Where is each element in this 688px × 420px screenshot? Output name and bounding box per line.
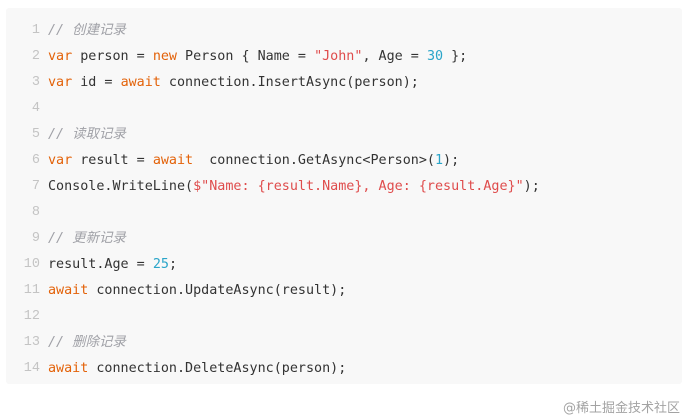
line-code: await connection.DeleteAsync(person); [48, 356, 346, 382]
code-line: 5 // 读取记录 [6, 122, 682, 148]
code-token-number: 1 [434, 153, 444, 168]
code-token-plain: Person { Name = [177, 49, 315, 64]
line-code: // 更新记录 [48, 226, 126, 252]
code-token-string: "John" [314, 49, 363, 64]
code-line: 9 // 更新记录 [6, 226, 682, 252]
code-line: 10 result.Age = 25; [6, 252, 682, 278]
line-number: 5 [31, 127, 40, 142]
code-token-keyword: var [48, 49, 73, 64]
code-token-keyword: new [152, 49, 177, 64]
code-token-number: 30 [426, 49, 444, 64]
code-line: 6 var result = await connection.GetAsync<… [6, 148, 682, 174]
line-code: var result = await connection.GetAsync<P… [48, 148, 459, 174]
code-token-plain: ); [523, 179, 540, 194]
code-token-plain: connection.InsertAsync(person); [160, 75, 419, 90]
code-line: 2 var person = new Person { Name = "John"… [6, 44, 682, 70]
code-line: 13 // 删除记录 [6, 330, 682, 356]
line-code: // 创建记录 [48, 18, 126, 44]
line-number: 1 [31, 23, 40, 38]
code-token-plain: result.Age = [48, 257, 153, 272]
code-line: 7 Console.WriteLine($"Name: {result.Name}… [6, 174, 682, 200]
code-lines: 1 // 创建记录 2 var person = new Person { Name … [6, 18, 682, 382]
code-token-plain: Console.WriteLine( [48, 179, 194, 194]
watermark: @稀土掘金技术社区 [562, 401, 680, 416]
line-code: var person = new Person { Name = "John",… [48, 44, 467, 70]
code-token-keyword: await [48, 283, 89, 298]
line-code: var id = await connection.InsertAsync(pe… [48, 70, 419, 96]
code-line: 8 [6, 200, 682, 226]
code-token-plain: , Age = [362, 49, 427, 64]
code-token-keyword: await [48, 361, 89, 376]
code-token-keyword: await [152, 153, 194, 168]
line-number: 11 [23, 283, 40, 298]
code-token-plain: result = [72, 153, 153, 168]
code-token-plain: person = [72, 49, 153, 64]
line-code: result.Age = 25; [48, 252, 177, 278]
code-token-plain: ; [168, 257, 177, 272]
line-number: 3 [31, 75, 40, 90]
line-code: // 删除记录 [48, 330, 126, 356]
code-line: 3 var id = await connection.InsertAsync(p… [6, 70, 682, 96]
line-code: await connection.UpdateAsync(result); [48, 278, 346, 304]
code-token-plain: id = [72, 75, 121, 90]
line-number: 12 [23, 309, 40, 324]
code-token-comment: // 更新记录 [48, 231, 126, 246]
code-line: 4 [6, 96, 682, 122]
line-number: 6 [31, 153, 40, 168]
code-token-comment: // 删除记录 [48, 335, 126, 350]
code-token-plain: connection.DeleteAsync(person); [88, 361, 347, 376]
code-token-plain: ); [443, 153, 460, 168]
line-number: 13 [23, 335, 40, 350]
code-token-plain: connection.UpdateAsync(result); [88, 283, 347, 298]
code-token-keyword: var [48, 153, 73, 168]
code-token-comment: // 创建记录 [48, 23, 126, 38]
code-token-keyword: await [120, 75, 161, 90]
code-block: 1 // 创建记录 2 var person = new Person { Name … [6, 8, 682, 384]
line-number: 10 [23, 257, 40, 272]
code-line: 1 // 创建记录 [6, 18, 682, 44]
line-number: 9 [31, 231, 40, 246]
code-line: 12 [6, 304, 682, 330]
line-number: 8 [31, 205, 40, 220]
code-token-string: $"Name: {result.Name}, Age: {result.Age}… [193, 179, 524, 194]
code-token-plain: }; [443, 49, 468, 64]
code-token-number: 25 [152, 257, 169, 272]
code-token-plain: connection.GetAsync<Person>( [193, 153, 435, 168]
line-number: 14 [23, 361, 40, 376]
code-line: 11 await connection.UpdateAsync(result); [6, 278, 682, 304]
line-number: 4 [31, 101, 40, 116]
code-line: 14 await connection.DeleteAsync(person); [6, 356, 682, 382]
line-code: Console.WriteLine($"Name: {result.Name},… [48, 174, 540, 200]
line-code: // 读取记录 [48, 122, 126, 148]
code-token-comment: // 读取记录 [48, 127, 126, 142]
line-number: 2 [31, 49, 40, 64]
code-token-keyword: var [48, 75, 73, 90]
line-number: 7 [31, 179, 40, 194]
